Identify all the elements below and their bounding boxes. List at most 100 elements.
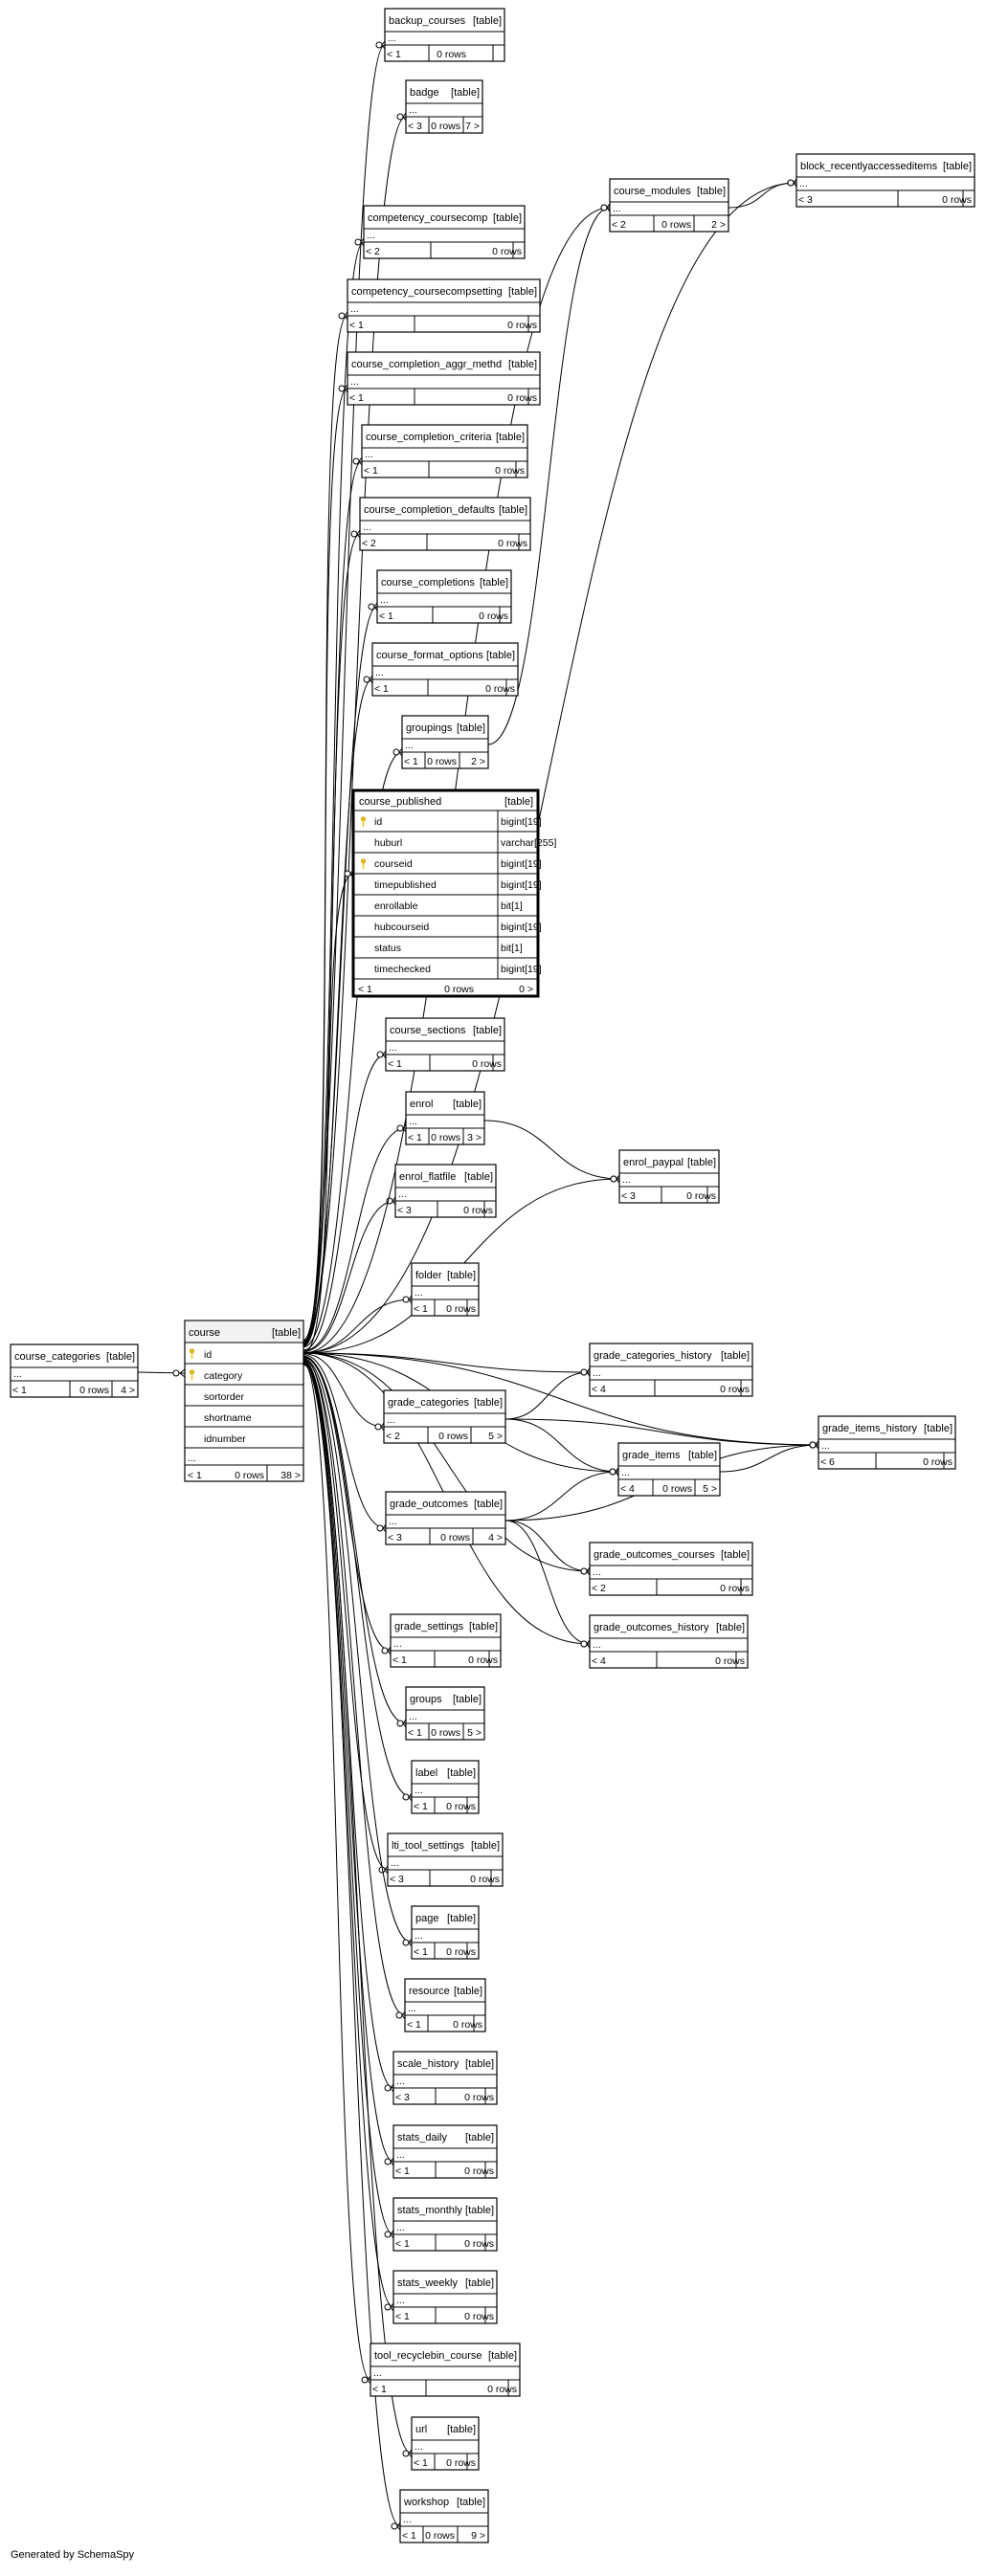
table-frame	[359, 497, 531, 551]
link-course-stats_weekly	[303, 1362, 394, 2308]
table-type-label: [table]	[504, 796, 533, 808]
columns-ellipsis: ...	[593, 1367, 601, 1379]
row-count: 0 rows	[942, 194, 972, 206]
table-block_recentlyaccesseditems[interactable]: block_recentlyaccesseditems[table]...< 3…	[796, 153, 975, 208]
table-type-label: [table]	[486, 650, 515, 661]
parent-count: < 3	[395, 2092, 410, 2103]
table-name: workshop	[403, 2497, 449, 2508]
table-course[interactable]: course[table]idcategorysortordershortnam…	[184, 1320, 304, 1482]
columns-ellipsis: ...	[396, 2149, 405, 2161]
columns-ellipsis: ...	[350, 303, 359, 315]
parent-count: < 1	[188, 1470, 202, 1481]
table-frame	[385, 1017, 505, 1072]
row-count: 0 rows	[662, 1483, 692, 1495]
table-name: course_completion_defaults	[364, 504, 495, 516]
key-icon	[360, 858, 366, 869]
row-count: 0 rows	[438, 1431, 468, 1442]
child-count: 4 >	[488, 1532, 503, 1543]
table-frame	[392, 2197, 498, 2252]
table-name: enrol	[410, 1099, 433, 1110]
row-count: 0 rows	[468, 1654, 498, 1666]
table-frame	[399, 2489, 489, 2543]
table-type-label: [table]	[473, 1025, 502, 1036]
columns-ellipsis: ...	[405, 740, 414, 751]
link-course-course_modules	[303, 207, 611, 1354]
columns-ellipsis: ...	[396, 2076, 405, 2087]
table-frame	[405, 79, 483, 134]
table-name: page	[415, 1913, 438, 1924]
child-count: 5 >	[467, 1727, 482, 1739]
parent-count: < 6	[820, 1456, 835, 1468]
parent-count: < 1	[395, 2165, 410, 2177]
link-course-enrol	[303, 1127, 407, 1352]
table-name: grade_items_history	[822, 1423, 918, 1434]
table-name: grade_settings	[394, 1621, 464, 1632]
link-gc-gch	[504, 1371, 591, 1420]
child-count: 5 >	[488, 1431, 503, 1442]
columns-ellipsis: ...	[621, 1467, 630, 1478]
row-count: 0 rows	[715, 1655, 745, 1667]
table-course_completion_aggr_methd[interactable]: course_completion_aggr_methd[table]...< …	[347, 351, 541, 406]
table-name: folder	[415, 1270, 442, 1281]
row-count: 0 rows	[661, 219, 691, 231]
row-count: 0 rows	[464, 2092, 494, 2103]
link-course-stats_daily	[303, 1360, 394, 2163]
table-name: backup_courses	[389, 15, 466, 27]
child-count: 9 >	[471, 2530, 485, 2542]
table-frame	[371, 642, 519, 697]
link-course-grade_settings	[303, 1355, 392, 1652]
table-frame	[589, 1343, 753, 1397]
table-competency_coursecompsetting[interactable]: competency_coursecompsetting[table]...< …	[347, 278, 541, 333]
column-timepublished: timepublished	[374, 879, 437, 891]
columns-ellipsis: ...	[415, 1287, 423, 1299]
table-name: competency_coursecomp	[368, 212, 487, 224]
table-name: grade_outcomes_courses	[594, 1549, 715, 1561]
link-gc-gi	[504, 1418, 619, 1473]
row-count: 0 rows	[446, 1946, 476, 1958]
table-frame	[392, 2051, 498, 2105]
link-course-course_format_options	[303, 678, 373, 1347]
column-type-huburl: varchar[255]	[501, 837, 556, 849]
link-course-page	[303, 1358, 413, 1943]
table-frame	[392, 2270, 498, 2324]
table-name: competency_coursecompsetting	[351, 286, 503, 298]
table-name: grade_categories_history	[594, 1350, 712, 1362]
